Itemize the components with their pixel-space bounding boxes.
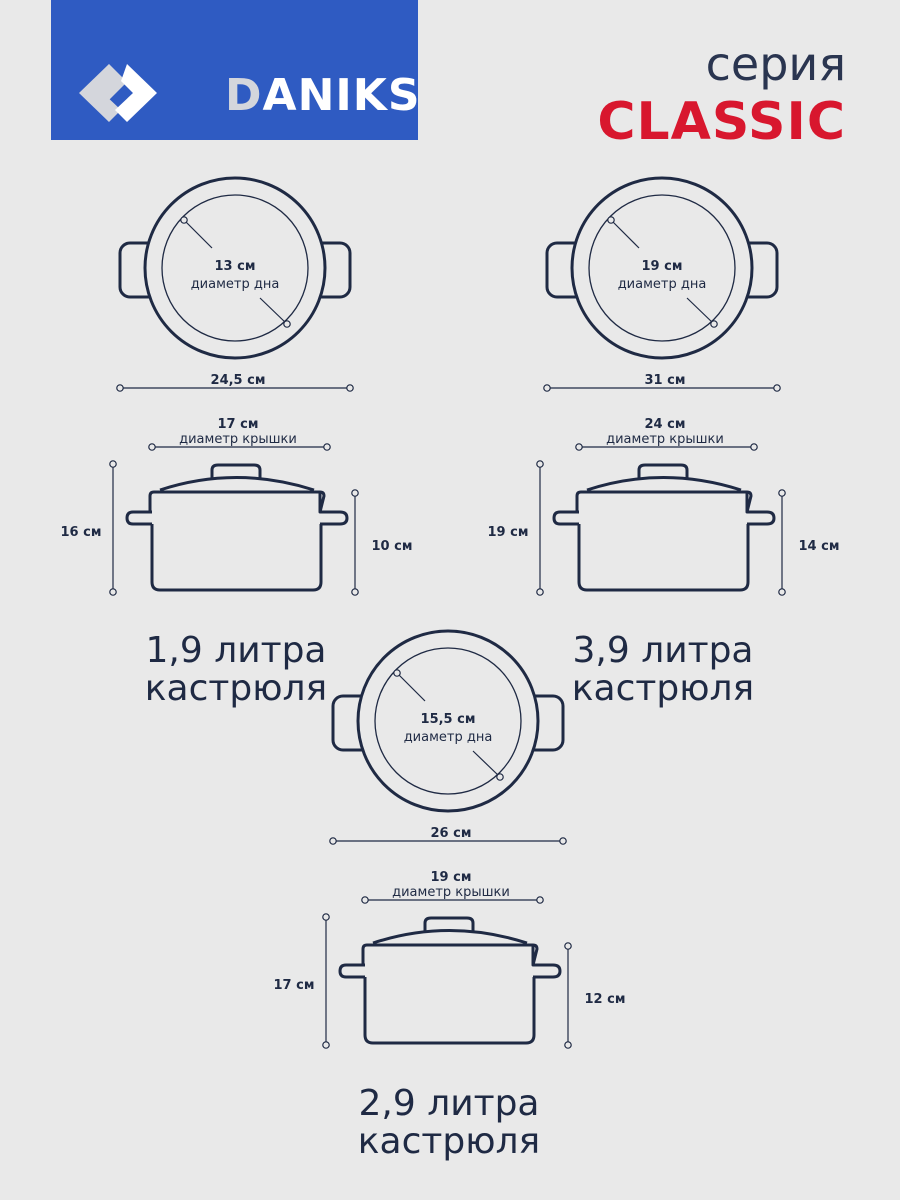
pot-body-shape: [361, 943, 539, 1045]
dimension-endpoint: [778, 588, 786, 596]
dimension-endpoint: [351, 489, 359, 497]
dimension-endpoint: [607, 216, 615, 224]
diameter-line: [686, 297, 715, 325]
side-handles-shape: [125, 510, 349, 526]
total-height-value: 16 см: [61, 525, 102, 540]
pot-rim-circle: [143, 176, 327, 360]
pot-top-view: 13 см диаметр дна 24,5 см: [116, 176, 354, 392]
dimension-endpoint: [710, 320, 718, 328]
daniks-logo-icon: [79, 64, 157, 122]
brand-name: DANIKS: [225, 70, 421, 121]
diameter-line: [183, 219, 213, 249]
dimension-endpoint: [180, 216, 188, 224]
pot-type: кастрюля: [572, 668, 754, 709]
series-label: серия: [705, 37, 846, 91]
dimension-endpoint: [536, 460, 544, 468]
dimension-endpoint: [322, 1041, 330, 1049]
dimension-endpoint: [496, 773, 504, 781]
dimension-endpoint: [564, 1041, 572, 1049]
brand-logo: DANIKS: [51, 0, 421, 140]
lid-knob-shape: [210, 463, 262, 480]
dimension-endpoint: [543, 384, 551, 392]
dimension-endpoint: [351, 588, 359, 596]
lid-knob-shape: [423, 916, 475, 933]
width-value: 24,5 см: [211, 373, 266, 388]
lid-shape: [159, 476, 315, 492]
dimension-endpoint: [564, 942, 572, 950]
width-value: 31 см: [645, 373, 686, 388]
bottom-diameter-label: диаметр дна: [191, 277, 280, 292]
total-height-value: 19 см: [488, 525, 529, 540]
body-height-value: 14 см: [799, 539, 840, 554]
body-height-value: 10 см: [372, 539, 413, 554]
pot-body-shape: [575, 490, 753, 592]
lid-knob-shape: [637, 463, 689, 480]
dimension-endpoint: [322, 913, 330, 921]
series-name: CLASSIC: [597, 92, 846, 152]
dimension-endpoint: [559, 837, 567, 845]
dimension-endpoint: [323, 443, 331, 451]
dimension-endpoint: [778, 489, 786, 497]
pot-top-view: 19 см диаметр дна 31 см: [543, 176, 781, 392]
dimension-endpoint: [536, 588, 544, 596]
dimension-endpoint: [536, 896, 544, 904]
bottom-diameter-value: 19 см: [642, 259, 683, 274]
bottom-circle: [374, 647, 522, 795]
dimension-endpoint: [109, 588, 117, 596]
lid-diameter-label: диаметр крышки: [392, 885, 510, 900]
pot-volume: 1,9 литра: [146, 630, 327, 671]
dimension-endpoint: [116, 384, 124, 392]
bottom-diameter-label: диаметр дна: [404, 730, 493, 745]
lid-diameter-value: 19 см: [431, 870, 472, 885]
pot-top-view: 15,5 см диаметр дна 26 см: [329, 629, 567, 845]
pot-rim-circle: [356, 629, 540, 813]
bottom-circle: [588, 194, 736, 342]
dimension-endpoint: [283, 320, 291, 328]
pot-body-shape: [148, 490, 326, 592]
total-height-value: 17 см: [274, 978, 315, 993]
lid-diameter-value: 24 см: [645, 417, 686, 432]
lid-diameter-label: диаметр крышки: [606, 432, 724, 447]
body-height-value: 12 см: [585, 992, 626, 1007]
pot-volume: 3,9 литра: [573, 630, 754, 671]
diameter-line: [472, 750, 501, 778]
dimension-endpoint: [750, 443, 758, 451]
pot-rim-circle: [570, 176, 754, 360]
pot-type: кастрюля: [358, 1121, 540, 1162]
lid-shape: [372, 929, 528, 945]
diameter-line: [396, 672, 426, 702]
bottom-diameter-value: 15,5 см: [421, 712, 476, 727]
series-heading: серия CLASSIC: [597, 36, 846, 152]
diameter-line: [610, 219, 640, 249]
pot-type: кастрюля: [145, 668, 327, 709]
side-handles-shape: [552, 510, 776, 526]
dimension-endpoint: [575, 443, 583, 451]
bottom-diameter-value: 13 см: [215, 259, 256, 274]
diameter-line: [259, 297, 288, 325]
dimension-endpoint: [393, 669, 401, 677]
dimension-endpoint: [361, 896, 369, 904]
dimension-endpoint: [346, 384, 354, 392]
dimension-endpoint: [773, 384, 781, 392]
dimension-endpoint: [148, 443, 156, 451]
lid-diameter-value: 17 см: [218, 417, 259, 432]
bottom-diameter-label: диаметр дна: [618, 277, 707, 292]
bottom-circle: [161, 194, 309, 342]
width-value: 26 см: [431, 826, 472, 841]
lid-diameter-label: диаметр крышки: [179, 432, 297, 447]
pot-volume: 2,9 литра: [359, 1083, 540, 1124]
dimension-endpoint: [329, 837, 337, 845]
dimension-endpoint: [109, 460, 117, 468]
lid-shape: [586, 476, 742, 492]
side-handles-shape: [338, 963, 562, 979]
